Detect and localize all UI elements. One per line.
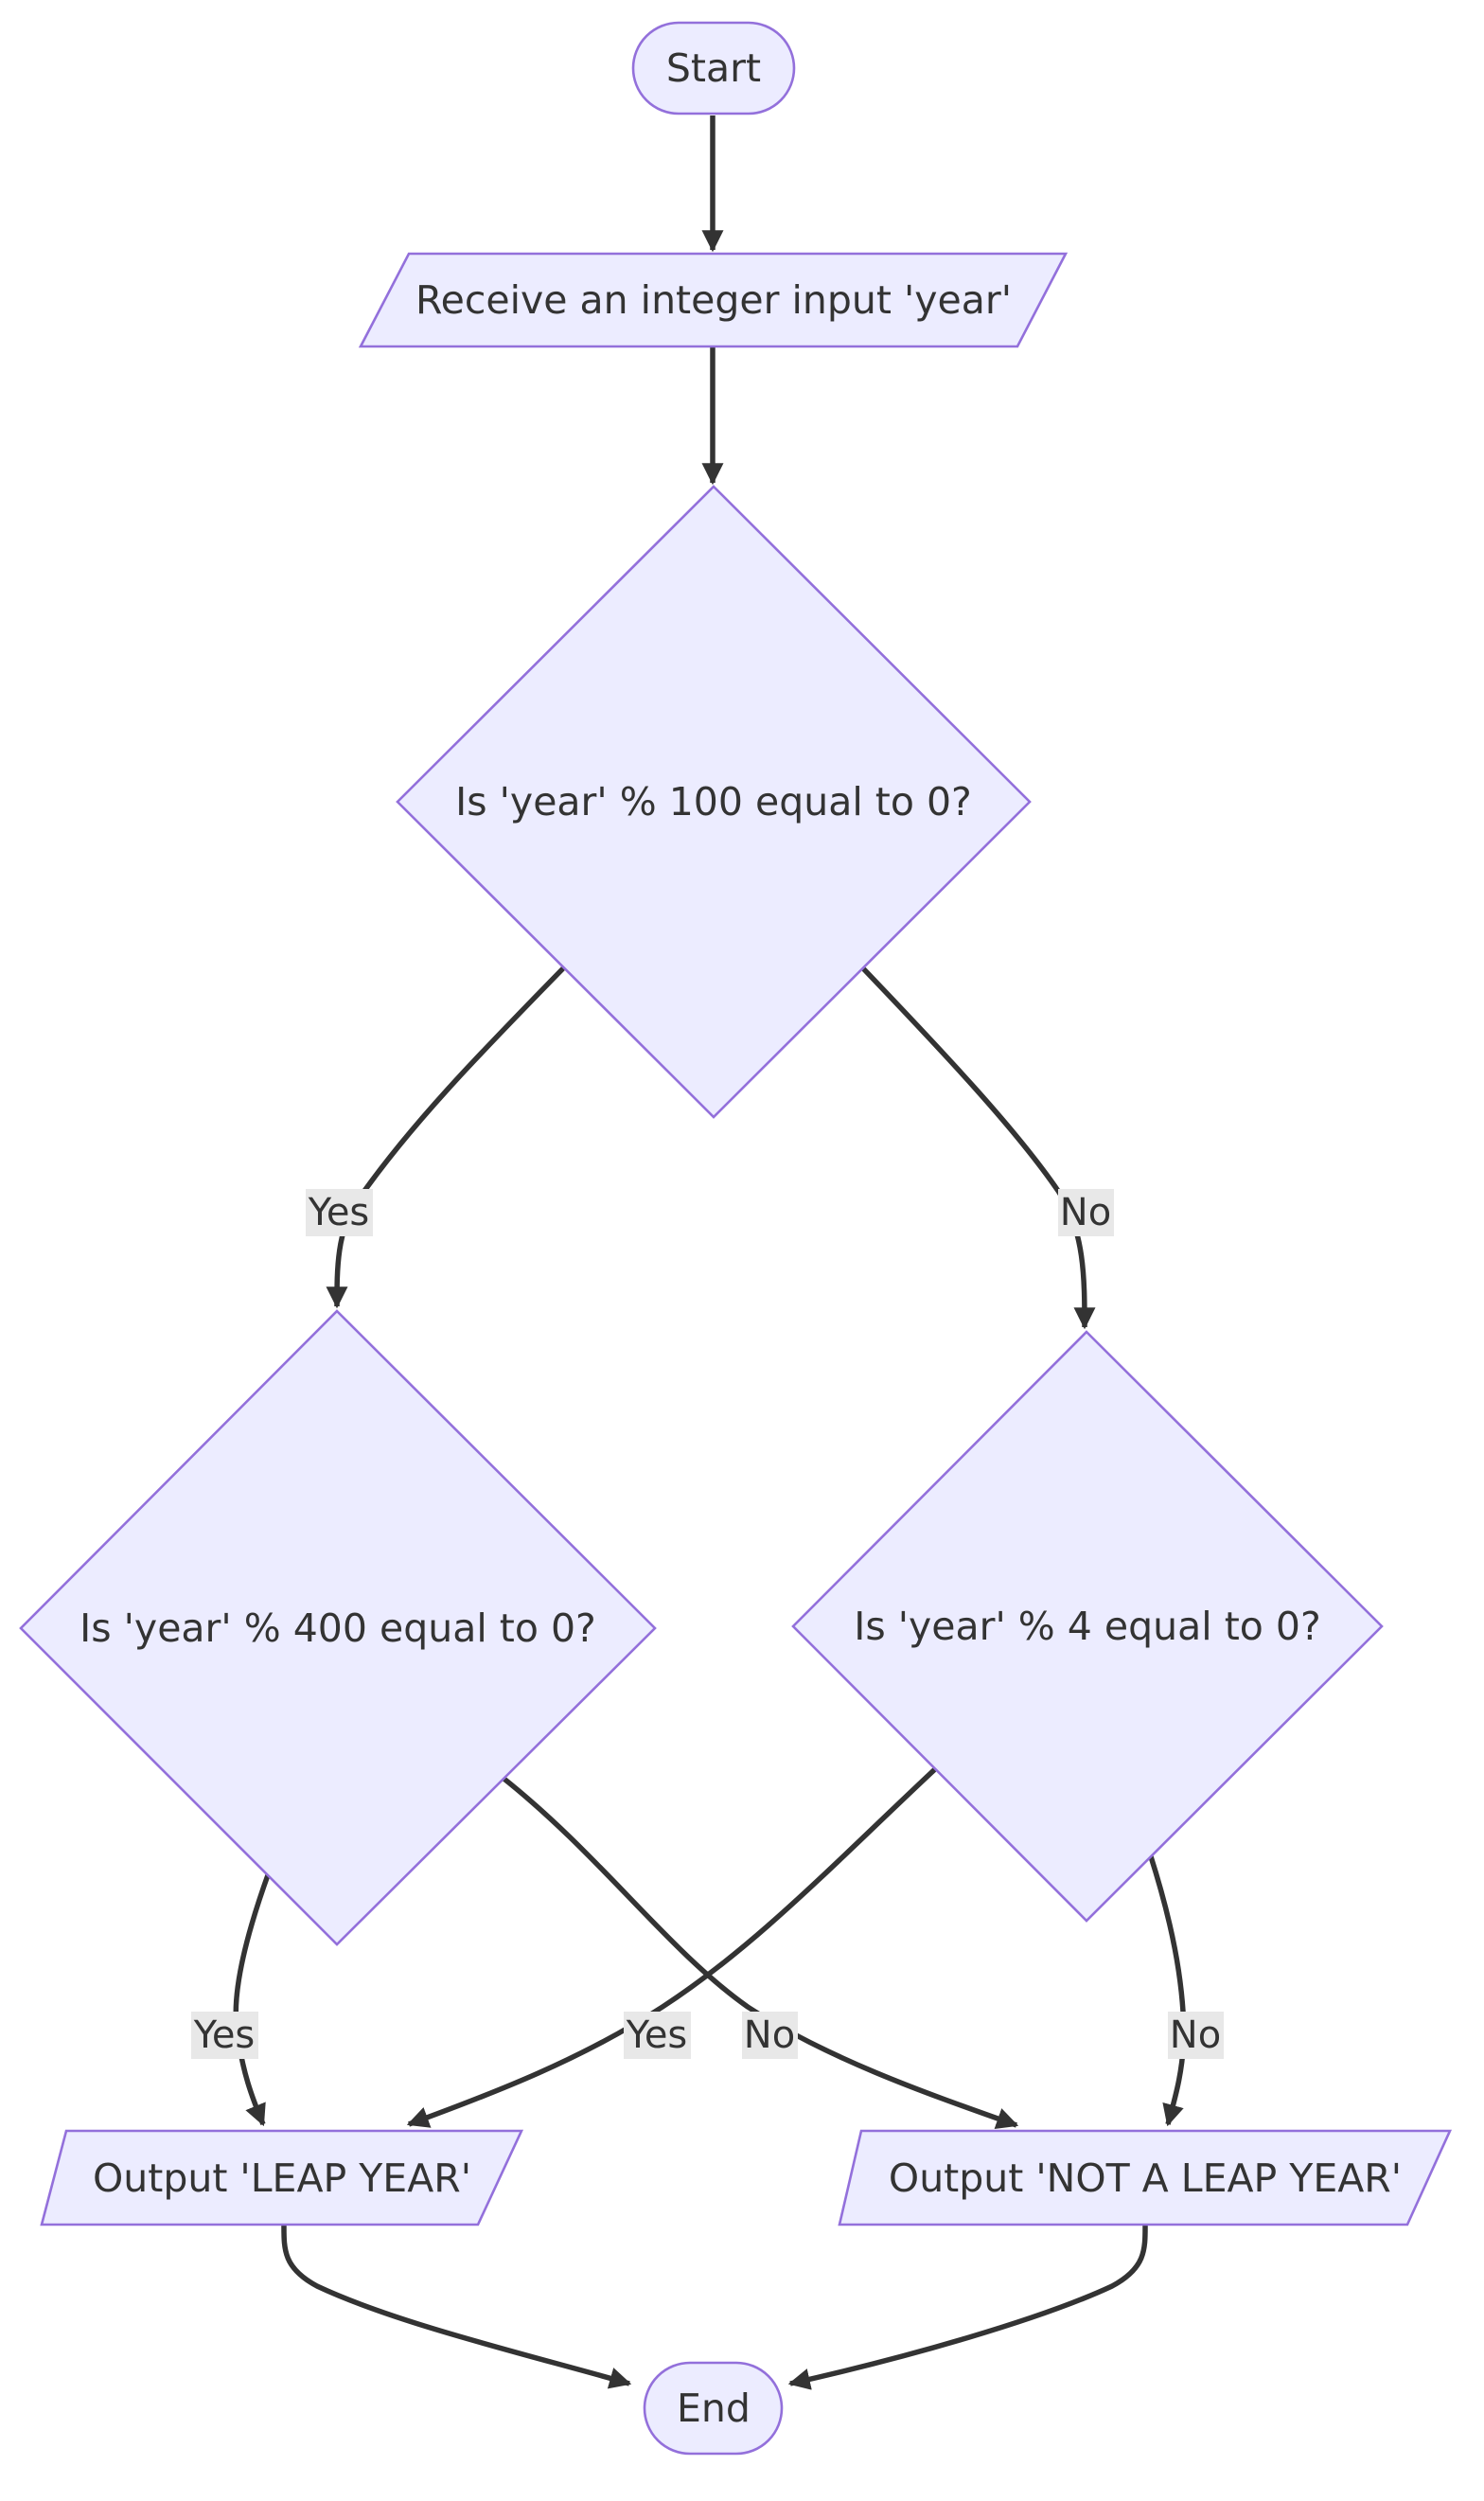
edge-leap-to-end [281,2220,632,2389]
edge-check100-no [861,967,1096,1330]
svg-text:Output 'NOT A LEAP YEAR': Output 'NOT A LEAP YEAR' [889,2155,1402,2201]
decision-year-mod-4: Is 'year' % 4 equal to 0? [791,1330,1384,1923]
svg-text:No: No [744,2013,795,2057]
decision-year-mod-100: Is 'year' % 100 equal to 0? [396,485,1032,1119]
edge-label-check4-no: No [1168,2012,1224,2059]
edge-label-check100-yes: Yes [306,1189,373,1236]
edge-labels: Yes No Yes Yes No No [191,1189,1224,2059]
edge-label-check4-yes: Yes [624,2012,691,2059]
edge-label-check400-yes: Yes [191,2012,258,2059]
edge-check4-yes [406,1765,939,2128]
svg-text:No: No [1170,2013,1221,2057]
svg-text:End: End [677,2386,751,2431]
edges [233,115,1187,2390]
svg-text:Is 'year' % 400 equal to 0?: Is 'year' % 400 equal to 0? [80,1605,596,1651]
edge-notleap-to-end [787,2220,1148,2390]
svg-text:Is 'year' % 100 equal to 0?: Is 'year' % 100 equal to 0? [455,779,972,825]
svg-text:Receive an integer input 'year: Receive an integer input 'year' [415,277,1012,323]
edge-check400-yes [233,1871,272,2127]
svg-text:No: No [1060,1191,1111,1234]
svg-text:Yes: Yes [308,1191,370,1234]
output-leap-year-node: Output 'LEAP YEAR' [40,2129,524,2226]
decision-year-mod-400: Is 'year' % 400 equal to 0? [19,1309,657,1946]
nodes: Start Receive an integer input 'year' Is… [19,21,1453,2456]
svg-text:Is 'year' % 4 equal to 0?: Is 'year' % 4 equal to 0? [854,1604,1320,1649]
edge-check4-no [1147,1853,1187,2127]
start-node: Start [631,21,796,115]
svg-text:Yes: Yes [193,2013,256,2057]
edge-check100-yes [326,967,565,1309]
edge-check400-no [500,1774,1019,2129]
end-node: End [643,2361,784,2456]
svg-text:Start: Start [666,45,761,91]
input-node: Receive an integer input 'year' [358,252,1069,348]
edge-label-check400-no: No [742,2012,798,2059]
output-not-leap-year-node: Output 'NOT A LEAP YEAR' [838,2129,1453,2226]
svg-text:Output 'LEAP YEAR': Output 'LEAP YEAR' [93,2155,471,2201]
svg-text:Yes: Yes [626,2013,688,2057]
edge-label-check100-no: No [1058,1189,1114,1236]
